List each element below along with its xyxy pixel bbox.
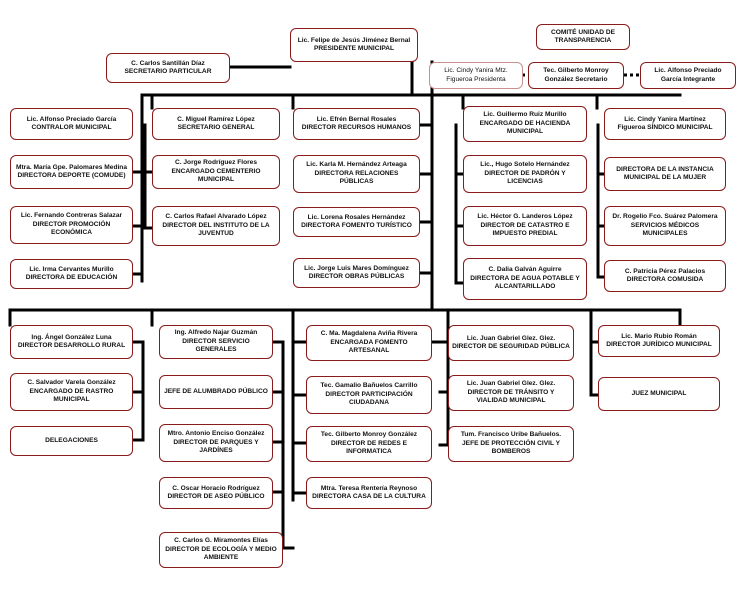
comite-title: COMITÉ UNIDAD DE TRANSPARENCIA (550, 28, 616, 44)
org-box: C. Salvador Varela González ENCARGADO DE… (10, 373, 133, 411)
org-box: Tec. Gamalio Bañuelos Carrillo DIRECTOR … (306, 376, 432, 414)
org-box: Lic. Guillermo Ruiz Murillo ENCARGADO DE… (463, 106, 587, 142)
org-box: Dr. Rogelio Fco. Suárez Palomera SERVICI… (604, 206, 726, 246)
org-box: C. Jorge Rodríguez Flores ENCARGADO CEME… (152, 155, 280, 189)
org-box: Lic. Alfonso Preciado García CONTRALOR M… (10, 108, 133, 140)
presidente-box: Lic. Felipe de Jesús Jiménez Bernal PRES… (290, 28, 418, 62)
org-box: Ing. Alfredo Najar Guzmán DIRECTOR SERVI… (159, 325, 273, 359)
org-box: Ing. Ángel González Luna DIRECTOR DESARR… (10, 325, 133, 359)
org-box: JEFE DE ALUMBRADO PÚBLICO (159, 375, 273, 409)
org-box: Lic. Irma Cervantes Murillo DIRECTORA DE… (10, 259, 133, 289)
org-box: C. Ma. Magdalena Aviña Rivera ENCARGADA … (306, 325, 432, 361)
org-box: Lic. Juan Gabriel Glez. Glez. DIRECTOR D… (448, 325, 574, 361)
org-box: C. Carlos G. Miramontes Elías DIRECTOR D… (159, 532, 283, 568)
org-box: Lic. Juan Gabriel Glez. Glez. DIRECTOR D… (448, 375, 574, 411)
org-box: Lic. Lorena Rosales Hernández DIRECTORA … (293, 207, 420, 237)
org-box: Lic. Karla M. Hernández Arteaga DIRECTOR… (293, 155, 420, 193)
org-box: Mtro. Antonio Enciso González DIRECTOR D… (159, 424, 273, 462)
org-box: C. Carlos Rafael Alvarado López DIRECTOR… (152, 206, 280, 246)
org-box: Lic. Jorge Luis Mares Domínguez DIRECTOR… (293, 258, 420, 288)
org-box: Lic. Mario Rubio Román DIRECTOR JURÍDICO… (598, 325, 720, 357)
org-box: Tum. Francisco Uribe Bañuelos. JEFE DE P… (448, 426, 574, 462)
comite-member-box: Lic. Alfonso Preciado García Integrante (640, 62, 736, 89)
org-box: Lic. Héctor G. Landeros López DIRECTOR D… (463, 206, 587, 246)
org-box: Lic. Efrén Bernal Rosales DIRECTOR RECUR… (293, 108, 420, 140)
org-box: DIRECTORA DE LA INSTANCIA MUNICIPAL DE L… (604, 157, 726, 191)
org-box: Lic. Fernando Contreras Salazar DIRECTOR… (10, 206, 133, 244)
org-box: C. Miguel Ramírez López SECRETARIO GENER… (152, 108, 280, 140)
presidente-title: PRESIDENTE MUNICIPAL (313, 45, 395, 52)
org-box: Mtra. María Gpe. Palomares Medina DIRECT… (10, 155, 133, 189)
org-box: Lic., Hugo Sotelo Hernández DIRECTOR DE … (463, 155, 587, 193)
comite-member-box: Lic. Cindy Yanira Mtz. Figueroa Presiden… (429, 62, 523, 89)
org-box: C. Dalia Galván Aguirre DIRECTORA DE AGU… (463, 258, 587, 300)
org-box: DELEGACIONES (10, 426, 133, 456)
secretario-particular-box: C. Carlos Santillán Díaz SECRETARIO PART… (106, 53, 230, 83)
org-box: Lic. Cindy Yanira Martínez Figueroa SÍND… (604, 108, 726, 140)
presidente-name: Lic. Felipe de Jesús Jiménez Bernal (297, 36, 411, 44)
org-box: Tec. Gilberto Monroy González DIRECTOR D… (306, 426, 432, 462)
secretario-particular-title: SECRETARIO PARTICULAR (124, 68, 212, 75)
org-box: JUEZ MUNICIPAL (598, 377, 720, 411)
secretario-particular-name: C. Carlos Santillán Díaz (131, 59, 205, 67)
org-box: C. Oscar Horacio Rodríguez DIRECTOR DE A… (159, 477, 273, 509)
comite-title-box: COMITÉ UNIDAD DE TRANSPARENCIA (536, 24, 630, 50)
org-box: Mtra. Teresa Rentería Reynoso DIRECTORA … (306, 477, 432, 509)
comite-member-box: Tec. Gilberto Monroy González Secretario (528, 62, 624, 89)
org-box: C. Patricia Pérez Palacios DIRECTORA COM… (604, 260, 726, 292)
